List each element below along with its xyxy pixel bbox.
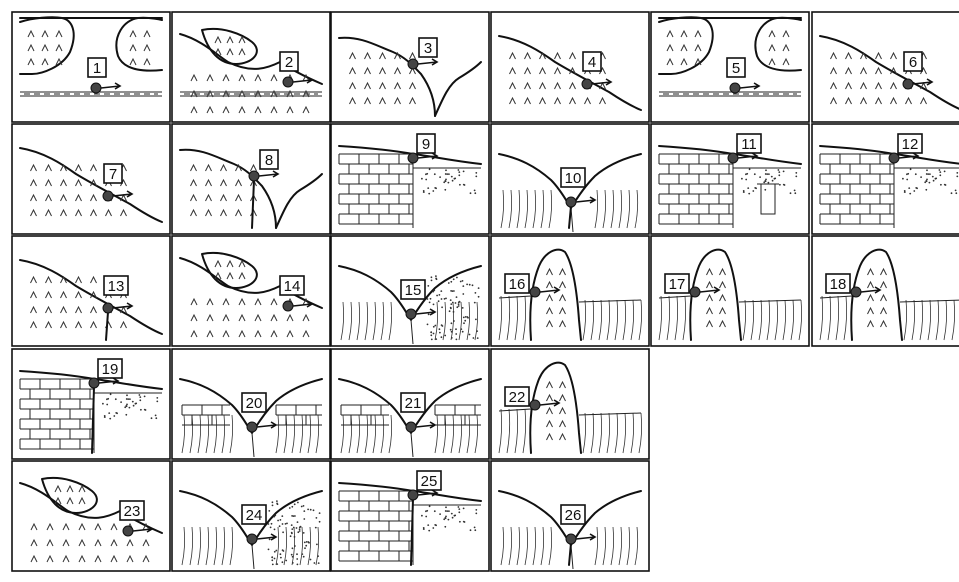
spring-marker: [903, 79, 913, 89]
spring-panel-7: 7: [12, 124, 170, 234]
spring-marker: [123, 526, 133, 536]
panel-number: 9: [422, 136, 430, 153]
spring-panel-2: 2: [172, 12, 330, 122]
spring-panel-10: 10: [491, 124, 649, 234]
spring-marker: [530, 287, 540, 297]
spring-marker: [566, 197, 576, 207]
spring-marker: [408, 59, 418, 69]
spring-marker: [889, 153, 899, 163]
panel-number: 22: [509, 389, 526, 406]
spring-panel-24: 24: [172, 461, 330, 571]
spring-marker: [283, 77, 293, 87]
spring-panel-4: 4: [491, 12, 649, 122]
spring-panel-20: 20: [172, 349, 330, 459]
panel-number: 25: [421, 473, 438, 490]
panel-number: 26: [565, 507, 582, 524]
panel-number: 7: [109, 166, 117, 183]
spring-panel-21: 21: [331, 349, 489, 459]
panel-number: 23: [124, 503, 141, 520]
panel-number: 6: [909, 54, 917, 71]
panel-number: 8: [265, 152, 273, 169]
panel-number: 17: [669, 276, 686, 293]
spring-panel-17: 17: [651, 236, 809, 346]
spring-marker: [730, 83, 740, 93]
spring-marker: [530, 400, 540, 410]
panel-number: 16: [509, 276, 526, 293]
spring-panel-13: 13: [12, 236, 170, 346]
spring-panel-1: 1: [12, 12, 170, 122]
spring-marker: [247, 422, 257, 432]
spring-panel-5: 5: [651, 12, 809, 122]
panel-number: 18: [830, 276, 847, 293]
spring-marker: [408, 490, 418, 500]
panel-number: 10: [565, 170, 582, 187]
panel-number: 4: [588, 54, 596, 71]
panel-number: 24: [246, 507, 263, 524]
panel-number: 5: [732, 60, 740, 77]
spring-panel-9: 9: [331, 124, 489, 234]
panel-number: 11: [741, 136, 757, 153]
spring-marker: [103, 303, 113, 313]
spring-marker: [249, 171, 259, 181]
panel-number: 12: [902, 136, 919, 153]
panel-number: 13: [108, 278, 125, 295]
spring-panel-8: 8: [172, 124, 330, 234]
spring-marker: [566, 534, 576, 544]
spring-marker: [283, 301, 293, 311]
spring-panel-22: 22: [491, 349, 649, 459]
spring-marker: [103, 191, 113, 201]
spring-marker: [91, 83, 101, 93]
spring-panel-6: 6: [812, 12, 959, 122]
spring-marker: [728, 153, 738, 163]
spring-panel-15: 15: [331, 236, 489, 346]
spring-panel-18: 18: [812, 236, 959, 346]
spring-panel-14: 14: [172, 236, 330, 346]
panel-number: 20: [246, 395, 263, 412]
panel-number: 19: [102, 361, 119, 378]
spring-panel-11: 11: [651, 124, 809, 234]
spring-panel-25: 25: [331, 461, 489, 571]
panel-number: 1: [93, 60, 101, 77]
spring-marker: [582, 79, 592, 89]
panel-number: 21: [405, 395, 422, 412]
spring-panel-19: 19: [12, 349, 170, 459]
spring-marker: [406, 422, 416, 432]
spring-marker: [690, 287, 700, 297]
spring-marker: [406, 309, 416, 319]
panel-number: 3: [424, 40, 432, 57]
spring-marker: [851, 287, 861, 297]
spring-panel-16: 16: [491, 236, 649, 346]
spring-panel-12: 12: [812, 124, 959, 234]
spring-panel-26: 26: [491, 461, 649, 571]
spring-panel-3: 3: [331, 12, 489, 122]
spring-marker: [89, 378, 99, 388]
spring-marker: [408, 153, 418, 163]
panel-number: 15: [405, 282, 422, 299]
panel-number: 2: [285, 54, 293, 71]
spring-marker: [247, 534, 257, 544]
spring-panel-23: 23: [12, 461, 170, 571]
panel-number: 14: [284, 278, 301, 295]
